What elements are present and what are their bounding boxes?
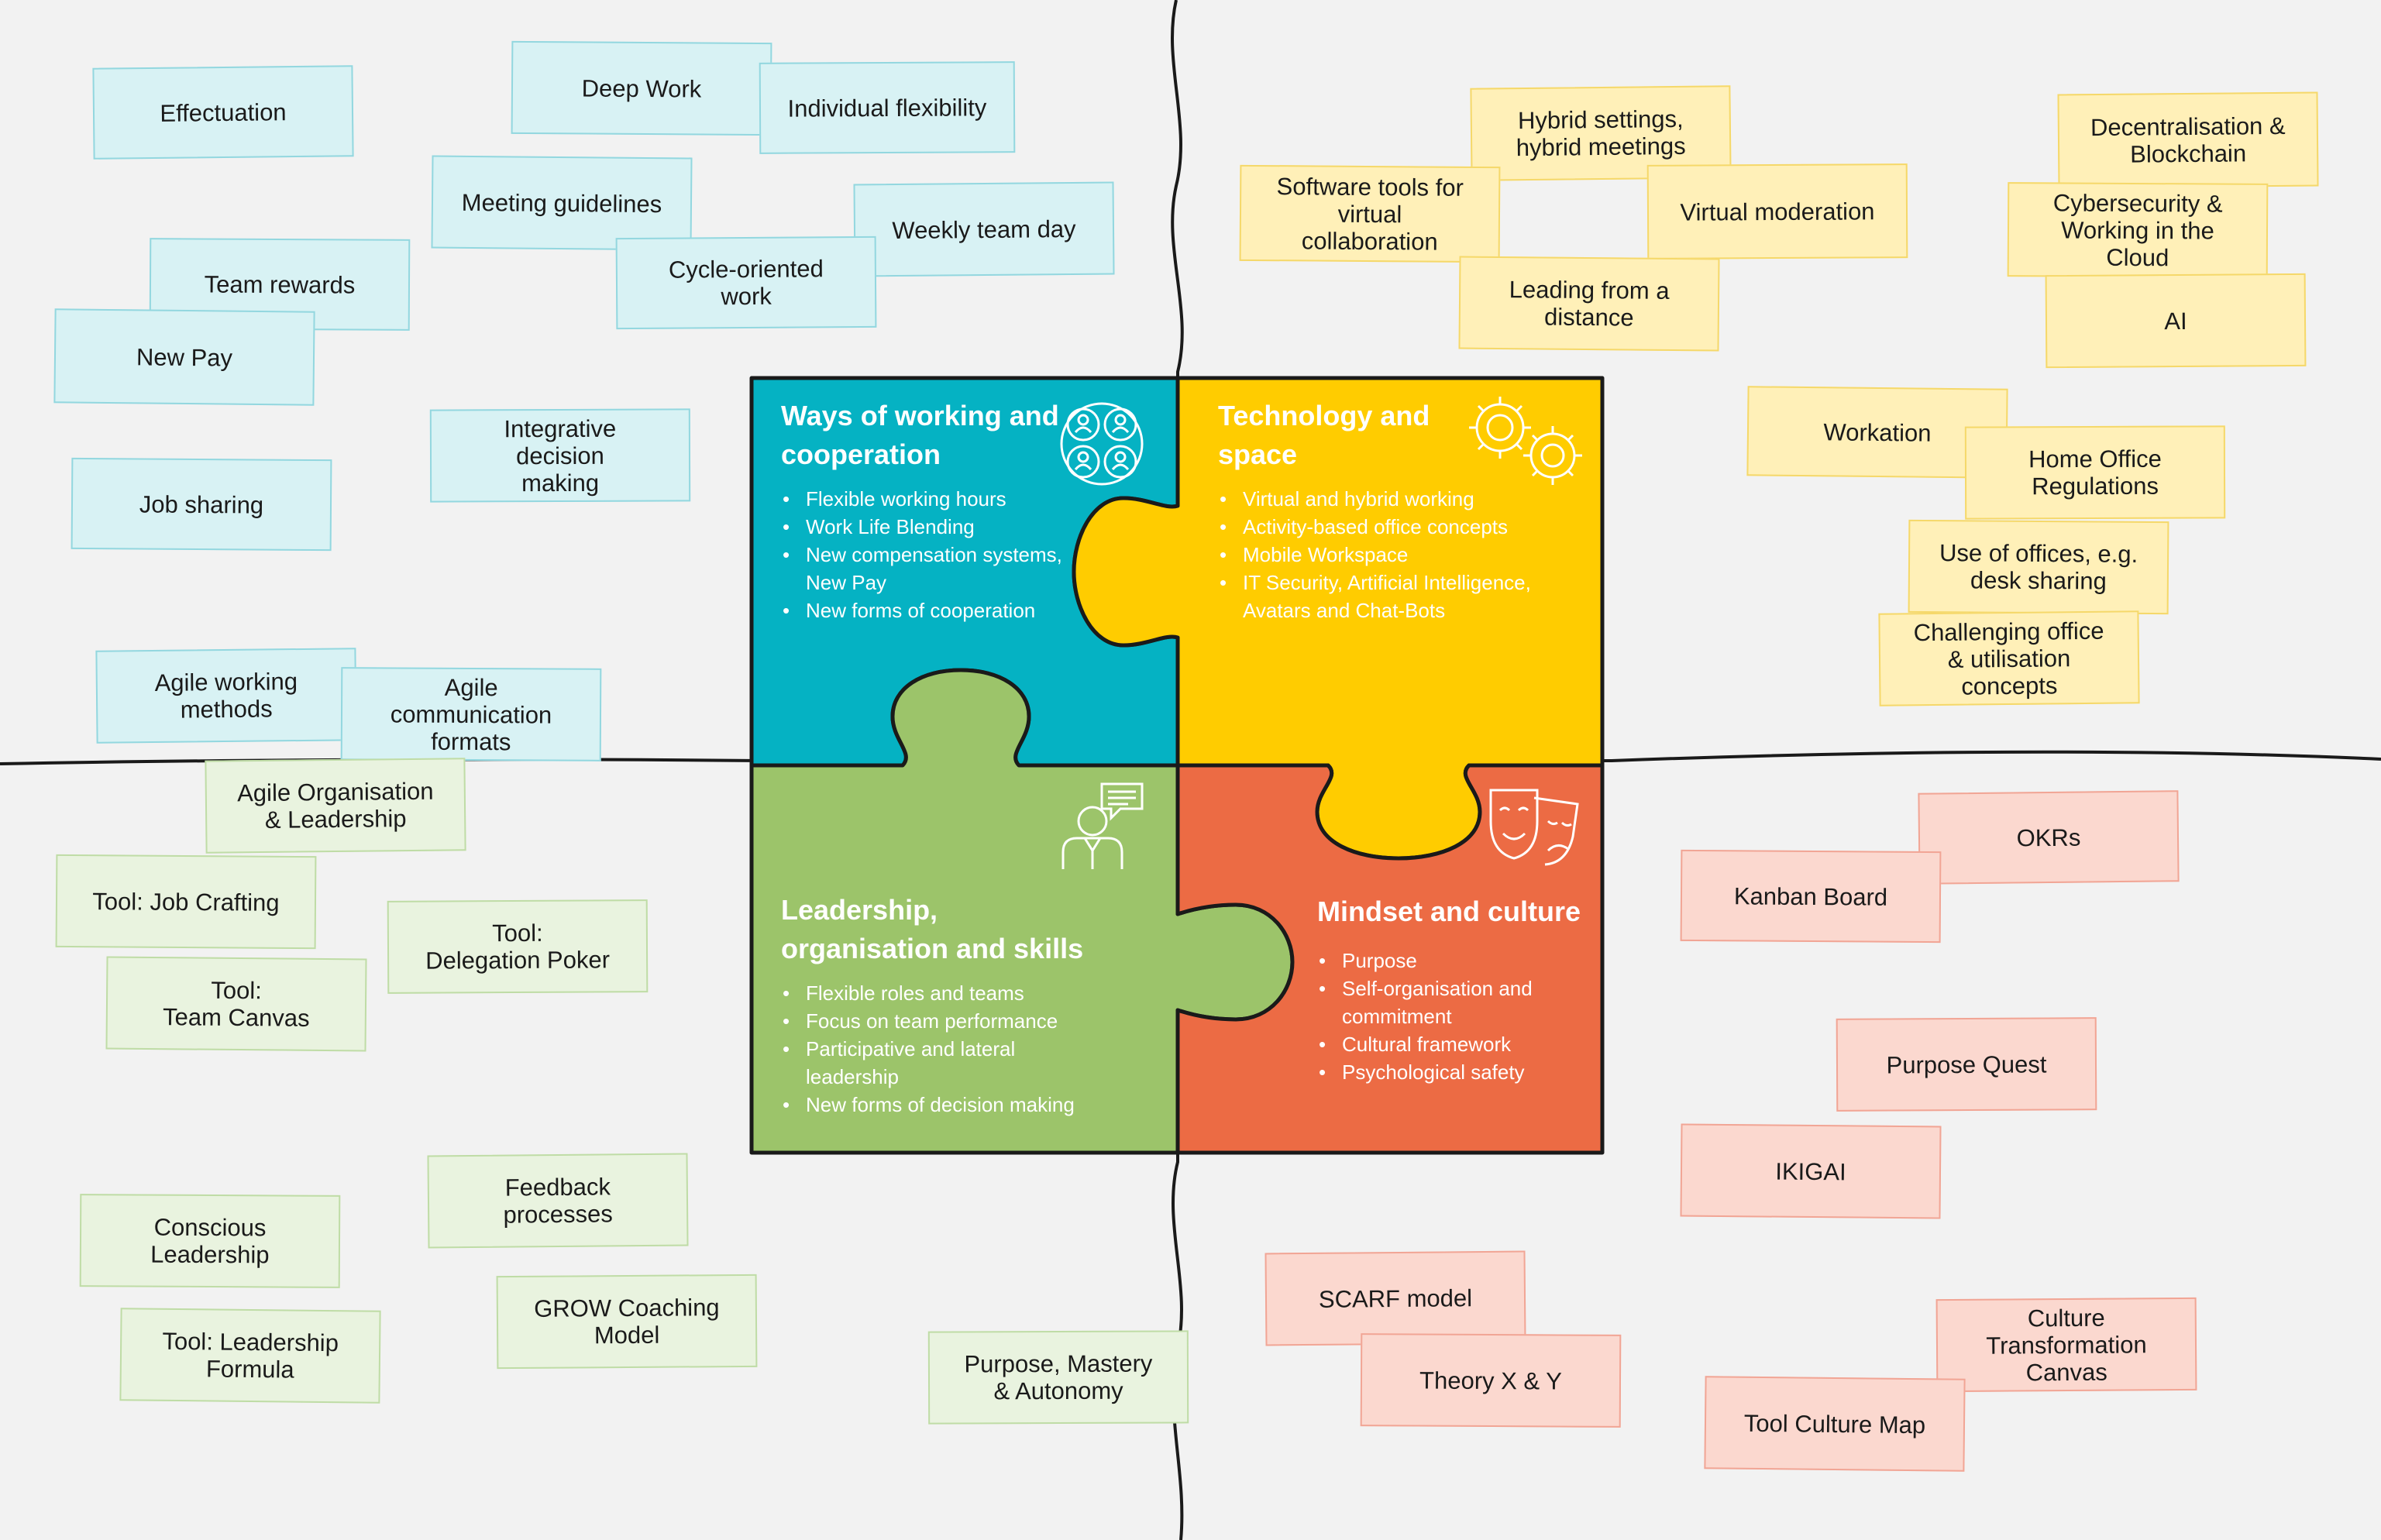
bullet-item: Virtual and hybrid working — [1218, 485, 1567, 513]
sticky-note-green[interactable]: Agile Organisation & Leadership — [205, 758, 466, 854]
sticky-note-yellow[interactable]: Home Office Regulations — [1964, 425, 2226, 520]
bullet-item: Self-organisation and commitment — [1317, 975, 1596, 1030]
sticky-note-blue[interactable]: Meeting guidelines — [431, 155, 693, 251]
leadership-list: Flexible roles and teamsFocus on team pe… — [781, 979, 1145, 1119]
mindset-list: PurposeSelf-organisation and commitmentC… — [1317, 947, 1596, 1086]
bullet-item: Flexible roles and teams — [781, 979, 1145, 1007]
sticky-note-red[interactable]: Theory X & Y — [1360, 1333, 1622, 1428]
sticky-note-blue[interactable]: Deep Work — [511, 40, 772, 136]
bullet-item: Focus on team performance — [781, 1007, 1145, 1035]
sticky-note-yellow[interactable]: Virtual moderation — [1646, 163, 1908, 260]
bullet-item: Cultural framework — [1317, 1030, 1596, 1058]
bullet-item: New forms of cooperation — [781, 596, 1091, 624]
sticky-note-blue[interactable]: Agile communication formats — [340, 667, 602, 761]
bullet-item: Flexible working hours — [781, 485, 1091, 513]
sticky-note-red[interactable]: Culture Transformation Canvas — [1935, 1297, 2197, 1393]
sticky-note-red[interactable]: OKRs — [1918, 790, 2180, 885]
sticky-note-red[interactable]: SCARF model — [1264, 1250, 1526, 1346]
sticky-note-red[interactable]: Tool Culture Map — [1704, 1376, 1966, 1472]
mindset-text: Mindset and culture PurposeSelf-organisa… — [1317, 892, 1596, 1086]
leadership-title: Leadership, organisation and skills — [781, 894, 1084, 964]
sticky-note-blue[interactable]: New Pay — [53, 308, 315, 406]
sticky-note-green[interactable]: Tool: Job Crafting — [55, 854, 317, 950]
sticky-note-yellow[interactable]: Challenging office & utilisation concept… — [1878, 610, 2140, 706]
sticky-note-yellow[interactable]: AI — [2045, 273, 2307, 369]
sticky-note-yellow[interactable]: Use of offices, e.g. desk sharing — [1908, 519, 2169, 615]
sticky-note-red[interactable]: Purpose Quest — [1836, 1017, 2097, 1112]
bullet-item: New forms of decision making — [781, 1091, 1145, 1119]
sticky-note-green[interactable]: Tool: Leadership Formula — [119, 1308, 381, 1404]
technology-text: Technology and space Virtual and hybrid … — [1218, 397, 1567, 624]
leadership-text: Leadership, organisation and skills Flex… — [781, 891, 1145, 1119]
ways-of-working-text: Ways of working and cooperation Flexible… — [781, 397, 1091, 624]
bullet-item: New compensation systems, New Pay — [781, 541, 1091, 596]
bullet-item: Mobile Workspace — [1218, 541, 1567, 569]
vertical-divider — [1171, 0, 1184, 1540]
bullet-item: IT Security, Artificial Intelligence, Av… — [1218, 569, 1567, 624]
sticky-note-blue[interactable]: Job sharing — [71, 457, 332, 552]
sticky-note-green[interactable]: Tool: Team Canvas — [105, 956, 367, 1052]
bullet-item: Work Life Blending — [781, 513, 1091, 541]
technology-title: Technology and space — [1218, 400, 1430, 470]
sticky-note-green[interactable]: Purpose, Mastery & Autonomy — [927, 1330, 1189, 1425]
sticky-note-green[interactable]: Feedback processes — [427, 1153, 689, 1249]
sticky-note-green[interactable]: Conscious Leadership — [79, 1194, 341, 1288]
bullet-item: Purpose — [1317, 947, 1596, 975]
sticky-note-blue[interactable]: Cycle-oriented work — [615, 235, 877, 330]
technology-list: Virtual and hybrid workingActivity-based… — [1218, 485, 1567, 624]
sticky-note-yellow[interactable]: Leading from a distance — [1458, 256, 1720, 352]
sticky-note-blue[interactable]: Agile working methods — [95, 648, 357, 744]
ways-of-working-title: Ways of working and cooperation — [781, 400, 1059, 470]
sticky-note-yellow[interactable]: Cybersecurity & Working in the Cloud — [2007, 182, 2269, 278]
sticky-note-blue[interactable]: Individual flexibility — [759, 61, 1016, 154]
sticky-note-blue[interactable]: Effectuation — [92, 65, 354, 160]
sticky-note-yellow[interactable]: Decentralisation & Blockchain — [2057, 91, 2319, 189]
bullet-item: Psychological safety — [1317, 1058, 1596, 1086]
sticky-note-blue[interactable]: Weekly team day — [853, 181, 1115, 277]
sticky-note-blue[interactable]: Integrative decision making — [429, 408, 691, 503]
bullet-item: Participative and lateral leadership — [781, 1035, 1145, 1091]
sticky-note-yellow[interactable]: Software tools for virtual collaboration — [1239, 164, 1501, 263]
ways-of-working-list: Flexible working hoursWork Life Blending… — [781, 485, 1091, 624]
sticky-note-red[interactable]: Kanban Board — [1680, 849, 1942, 944]
sticky-note-green[interactable]: Tool: Delegation Poker — [387, 899, 649, 994]
sticky-note-red[interactable]: IKIGAI — [1680, 1123, 1942, 1219]
bullet-item: Activity-based office concepts — [1218, 513, 1567, 541]
mindset-title: Mindset and culture — [1317, 895, 1581, 927]
sticky-note-green[interactable]: GROW Coaching Model — [496, 1274, 758, 1370]
